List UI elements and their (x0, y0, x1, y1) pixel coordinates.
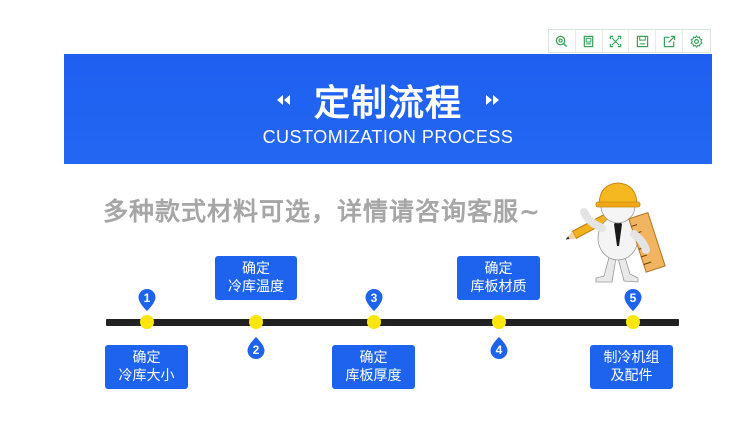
document-button[interactable] (576, 30, 603, 52)
step-3-line1: 确定 (359, 350, 388, 366)
banner-title-row: 定制流程 (64, 78, 712, 124)
save-icon (636, 35, 649, 47)
settings-icon (690, 34, 703, 48)
timeline-dot-2 (249, 315, 263, 329)
map-pin-icon (624, 289, 642, 311)
step-2-line1: 确定 (242, 261, 270, 277)
page-title: 定制流程 (313, 83, 462, 124)
share-button[interactable] (656, 30, 684, 52)
settings-button[interactable] (683, 30, 710, 52)
share-icon (663, 35, 675, 47)
left-arrows-icon (274, 94, 294, 106)
timeline-dot-1 (140, 315, 154, 329)
zoom-icon (556, 35, 568, 47)
step-1-line2: 冷库大小 (118, 368, 175, 384)
step-4-number-badge: 4 (489, 336, 509, 360)
timeline-dot-5 (626, 315, 640, 329)
map-pin-icon (138, 289, 156, 311)
step-3-number-badge: 3 (364, 288, 384, 312)
step-4-line1: 确定 (484, 261, 513, 277)
step-3-line2: 库板厚度 (345, 368, 402, 384)
header-banner: 定制流程 CUSTOMIZATION PROCESS (64, 54, 712, 164)
step-2-number-badge: 2 (246, 336, 266, 360)
step-4-box: 确定 库板材质 (457, 256, 540, 300)
step-3-box: 确定 库板厚度 (332, 345, 415, 389)
step-2-box: 确定 冷库温度 (215, 256, 297, 300)
step-1-number-badge: 1 (137, 288, 157, 312)
step-4-line2: 库板材质 (470, 279, 527, 295)
toolbar (548, 29, 711, 53)
right-arrows-icon (482, 94, 502, 106)
map-pin-icon (247, 337, 265, 359)
step-5-line1: 制冷机组 (603, 350, 660, 366)
step-5-line2: 及配件 (610, 368, 653, 384)
map-pin-icon (365, 289, 383, 311)
step-5-box: 制冷机组 及配件 (590, 345, 673, 389)
fullscreen-button[interactable] (603, 30, 630, 52)
save-button[interactable] (629, 30, 657, 52)
fullscreen-icon (609, 35, 622, 47)
timeline-bar (106, 319, 679, 326)
zoom-button[interactable] (549, 30, 576, 52)
step-1-box: 确定 冷库大小 (105, 345, 188, 389)
timeline-dot-4 (492, 315, 506, 329)
page-subtitle: CUSTOMIZATION PROCESS (262, 127, 514, 147)
timeline-dot-3 (367, 315, 381, 329)
map-pin-icon (490, 337, 508, 359)
document-icon (583, 35, 594, 47)
worker-illustration (565, 168, 686, 286)
step-5-number-badge: 5 (623, 288, 643, 312)
tagline: 多种款式材料可选，详情请咨询客服~ (103, 197, 541, 226)
step-1-line1: 确定 (132, 350, 161, 366)
step-2-line2: 冷库温度 (228, 279, 284, 295)
